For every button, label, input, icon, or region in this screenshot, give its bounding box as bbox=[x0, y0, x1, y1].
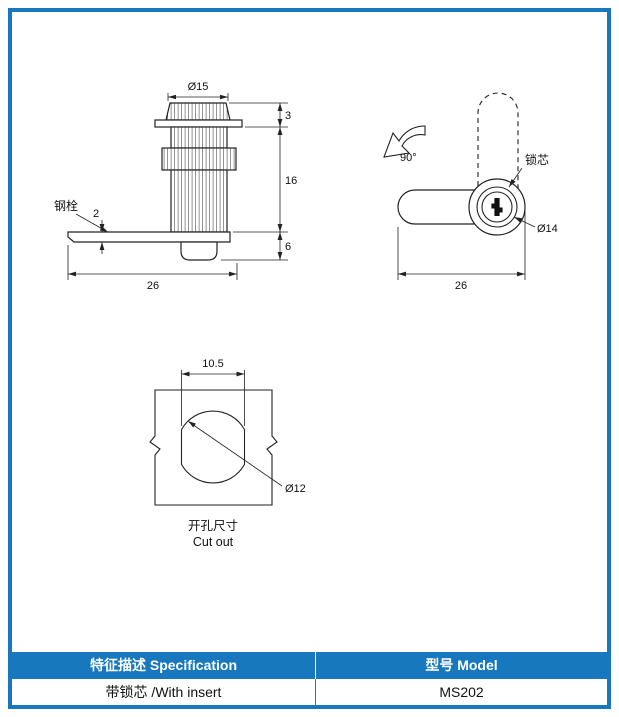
lock-core-callout: 锁芯 bbox=[508, 152, 549, 188]
cutout-caption-en: Cut out bbox=[193, 535, 234, 549]
rotation-annotation: 90° bbox=[383, 125, 426, 164]
dim-face-diameter-label: Ø14 bbox=[537, 223, 558, 235]
lock-face-middle bbox=[476, 186, 518, 228]
front-view-drawing: Ø15 3 16 6 2 钢栓 bbox=[54, 81, 297, 292]
dim-cam-offset-label: 6 bbox=[285, 241, 291, 253]
spec-header-cell: 特征描述 Specification bbox=[89, 657, 238, 673]
lock-body-lower bbox=[170, 169, 228, 233]
cam-bar bbox=[67, 231, 231, 243]
page-frame: Ø15 3 16 6 2 钢栓 bbox=[8, 8, 611, 709]
rotation-arrow-icon bbox=[383, 125, 426, 158]
dim-across-flats-label: 10.5 bbox=[202, 358, 223, 370]
dim-bar-thickness: 2 bbox=[93, 208, 105, 254]
dim-total-length-label: 26 bbox=[147, 280, 159, 292]
cam-tail bbox=[180, 241, 218, 261]
lock-nut bbox=[161, 147, 237, 171]
dim-face-diameter: Ø14 bbox=[513, 216, 558, 235]
lock-flange bbox=[154, 119, 243, 128]
side-view-drawing: 90° 锁芯 Ø14 26 bbox=[383, 92, 558, 292]
lock-cap bbox=[165, 102, 231, 121]
model-header-cell: 型号 Model bbox=[315, 652, 607, 679]
dim-head-diameter: Ø15 bbox=[167, 81, 229, 101]
spec-table-data-row: 带锁芯 /With insert MS202 bbox=[12, 679, 607, 705]
cutout-caption: 开孔尺寸 Cut out bbox=[188, 519, 238, 549]
rotated-cam-phantom bbox=[477, 92, 519, 195]
dim-right-stack: 3 16 6 bbox=[221, 102, 297, 261]
lock-core-circle bbox=[481, 191, 513, 223]
spec-value-cell: 带锁芯 /With insert bbox=[105, 684, 222, 700]
cutout-hole bbox=[180, 410, 246, 484]
spec-table: 特征描述 Specification 型号 Model 带锁芯 /With in… bbox=[12, 652, 607, 705]
model-value-cell: MS202 bbox=[315, 679, 607, 705]
spec-table-header-row: 特征描述 Specification 型号 Model bbox=[12, 652, 607, 679]
dim-cam-length-label: 26 bbox=[455, 280, 467, 292]
lock-side bbox=[397, 178, 526, 236]
key-slot-icon bbox=[491, 198, 503, 216]
steel-bolt-callout: 钢栓 bbox=[54, 198, 108, 232]
cam-rotated-outline bbox=[477, 92, 519, 195]
dim-total-length: 26 bbox=[67, 245, 238, 292]
rotation-angle-label: 90° bbox=[400, 152, 417, 164]
dim-head-diameter-label: Ø15 bbox=[188, 81, 209, 93]
dim-hole-diameter: Ø12 bbox=[188, 421, 306, 495]
dim-cam-length: 26 bbox=[397, 211, 526, 292]
lock-body-upper bbox=[170, 126, 228, 149]
cutout-view-drawing: 10.5 Ø12 开孔尺寸 Cut out bbox=[149, 358, 306, 549]
dim-hole-diameter-label: Ø12 bbox=[285, 483, 306, 495]
double-d-hole bbox=[180, 410, 246, 484]
dim-head-height-label: 3 bbox=[285, 110, 291, 122]
steel-bolt-label: 钢栓 bbox=[54, 198, 78, 213]
dim-body-length-label: 16 bbox=[285, 175, 297, 187]
cutout-caption-cn: 开孔尺寸 bbox=[188, 519, 238, 533]
dim-bar-thickness-label: 2 bbox=[93, 208, 99, 220]
lock-core-label: 锁芯 bbox=[525, 152, 549, 167]
lock-body-front bbox=[67, 102, 243, 261]
dim-across-flats: 10.5 bbox=[181, 358, 245, 426]
